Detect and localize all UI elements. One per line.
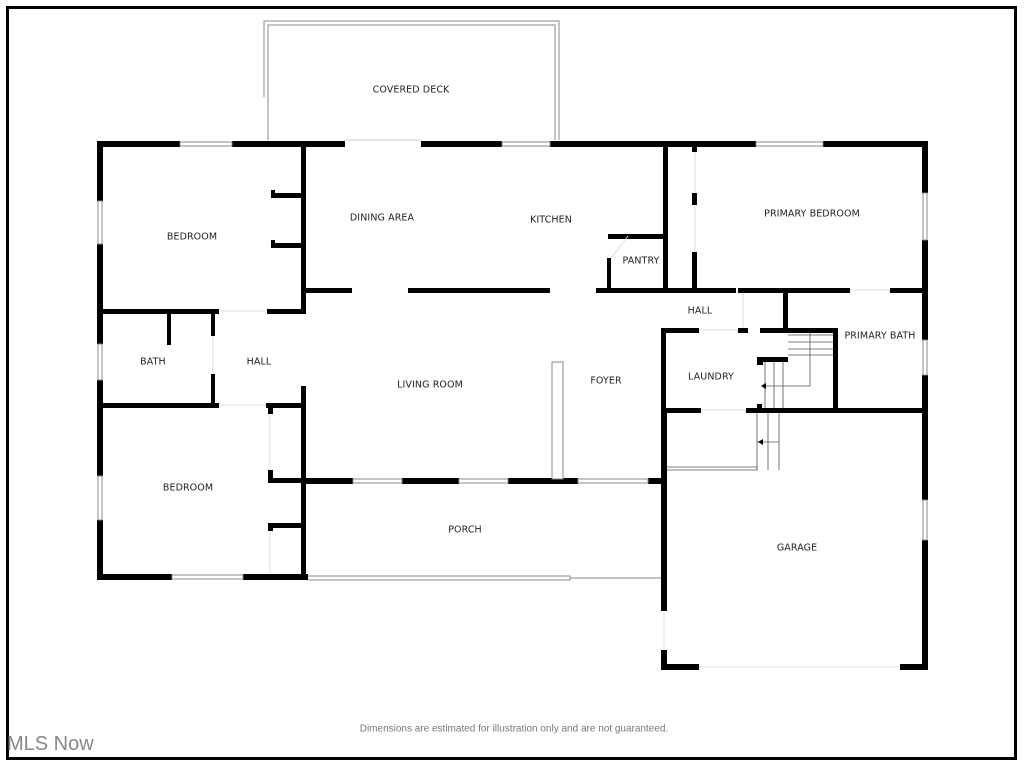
stair-arrow-icons bbox=[758, 383, 766, 445]
room-label-foyer: FOYER bbox=[590, 375, 622, 387]
image-frame bbox=[6, 6, 1017, 760]
walls bbox=[97, 141, 928, 670]
porch-outline bbox=[308, 575, 661, 581]
disclaimer-text: Dimensions are estimated for illustratio… bbox=[359, 723, 669, 735]
covered-deck-outline bbox=[263, 20, 560, 141]
windows bbox=[97, 141, 928, 580]
room-label-hall-east: HALL bbox=[687, 305, 713, 317]
room-label-covered-deck: COVERED DECK bbox=[372, 84, 450, 96]
room-label-laundry: LAUNDRY bbox=[688, 371, 734, 383]
room-label-kitchen: KITCHEN bbox=[530, 214, 572, 226]
mls-watermark: MLS Now bbox=[7, 733, 94, 755]
room-label-bedroom-sw: BEDROOM bbox=[162, 482, 214, 494]
room-label-primary-bedroom: PRIMARY BEDROOM bbox=[764, 208, 860, 220]
room-label-hall-west: HALL bbox=[246, 356, 272, 368]
room-label-bath: BATH bbox=[140, 356, 166, 368]
room-label-bedroom-nw: BEDROOM bbox=[166, 231, 218, 243]
room-label-porch: PORCH bbox=[448, 524, 482, 536]
room-label-garage: GARAGE bbox=[776, 542, 818, 554]
room-label-dining-area: DINING AREA bbox=[349, 212, 415, 224]
room-label-pantry: PANTRY bbox=[622, 255, 660, 267]
stairs bbox=[667, 333, 833, 471]
door-openings bbox=[212, 152, 900, 668]
room-label-primary-bath: PRIMARY BATH bbox=[844, 330, 916, 342]
room-label-living-room: LIVING ROOM bbox=[397, 379, 463, 391]
